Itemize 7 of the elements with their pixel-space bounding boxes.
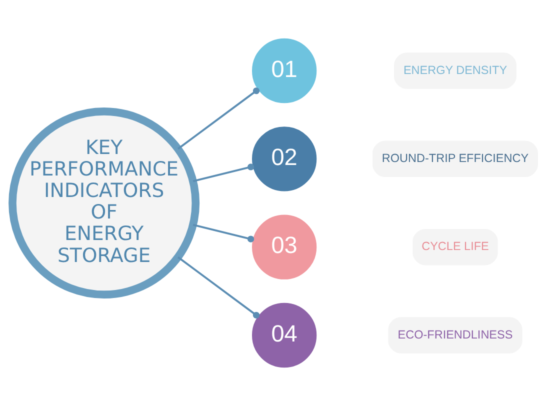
connector	[177, 87, 260, 150]
connector	[177, 256, 260, 318]
node-circle: 02	[252, 126, 317, 191]
node-circle: 03	[252, 214, 317, 279]
node-circle: KEY PERFORMANCE INDICATORS OF ENERGY STORAGE	[8, 107, 200, 298]
connector	[192, 223, 254, 242]
connector	[192, 163, 254, 182]
